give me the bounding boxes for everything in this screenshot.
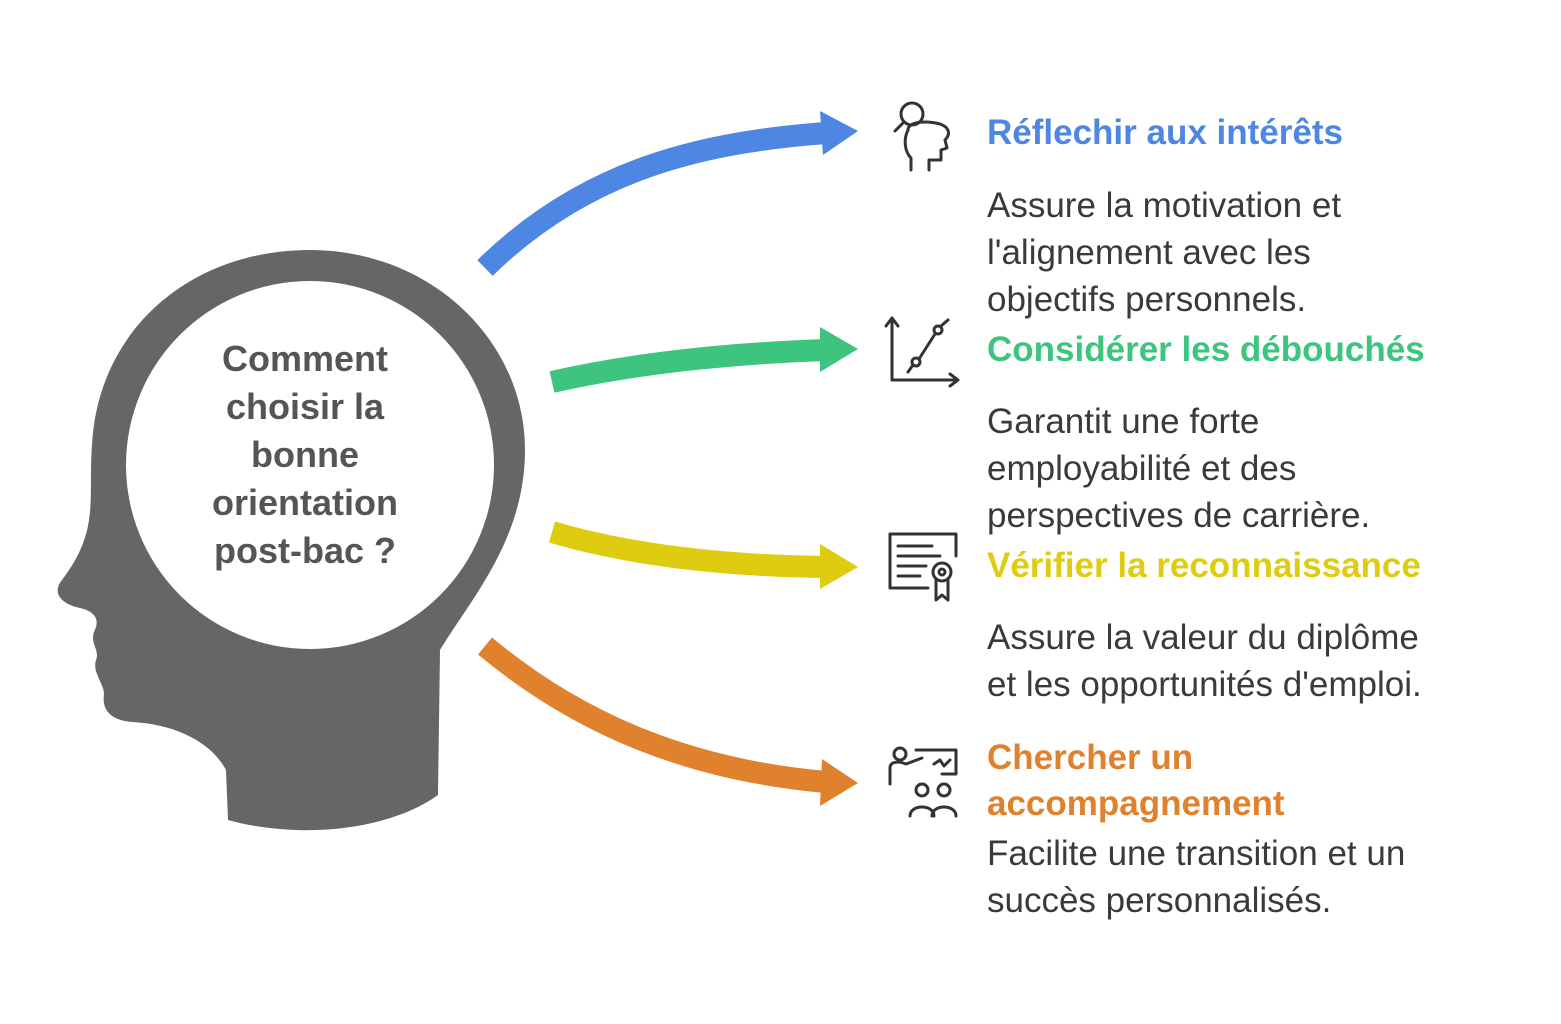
desc-line: Garantit une forte [987, 402, 1260, 441]
item-desc-interets: Assure la motivation et l'alignement ave… [987, 182, 1341, 323]
item-desc-debouches: Garantit une forte employabilité et des … [987, 398, 1370, 539]
item-desc-reconnaissance: Assure la valeur du diplôme et les oppor… [987, 614, 1422, 708]
question-line: orientation [212, 482, 398, 523]
item-desc-accompagnement: Facilite une transition et un succès per… [987, 830, 1405, 924]
desc-line: et les opportunités d'emploi. [987, 665, 1422, 704]
arrow-yellow-head [820, 544, 858, 589]
question-line: choisir la [225, 386, 385, 427]
arrow-blue [477, 122, 827, 276]
person-with-magnifier-icon [885, 96, 965, 176]
arrow-yellow [548, 521, 827, 578]
desc-line: Assure la motivation et [987, 186, 1342, 225]
arrow-blue-head [820, 111, 858, 155]
desc-line: Assure la valeur du diplôme [987, 618, 1419, 657]
desc-line: perspectives de carrière. [987, 496, 1371, 535]
arrow-green-head [820, 327, 858, 372]
item-title-accompagnement: Chercher un accompagnement [987, 735, 1285, 827]
mentor-group-icon [882, 744, 962, 824]
question-line: Comment [221, 338, 388, 379]
desc-line: employabilité et des [987, 449, 1297, 488]
arrow-orange [477, 637, 827, 793]
certificate-icon [882, 526, 962, 606]
title-line: accompagnement [987, 784, 1285, 823]
item-title-debouches: Considérer les débouchés [987, 330, 1425, 369]
center-question: Comment choisir la bonne orientation pos… [180, 335, 430, 575]
desc-line: Facilite une transition et un [987, 834, 1406, 873]
item-title-interets: Réflechir aux intérêts [987, 113, 1343, 152]
growth-chart-icon [882, 312, 962, 392]
arrow-green [549, 339, 827, 393]
desc-line: objectifs personnels. [987, 280, 1307, 319]
desc-line: succès personnalisés. [987, 881, 1332, 920]
title-line: Chercher un [987, 738, 1194, 777]
desc-line: l'alignement avec les [987, 233, 1311, 272]
question-line: bonne [251, 434, 359, 475]
item-title-reconnaissance: Vérifier la reconnaissance [987, 546, 1421, 585]
question-line: post-bac ? [213, 530, 396, 571]
center-circle [126, 281, 494, 649]
arrow-orange-head [820, 759, 858, 806]
